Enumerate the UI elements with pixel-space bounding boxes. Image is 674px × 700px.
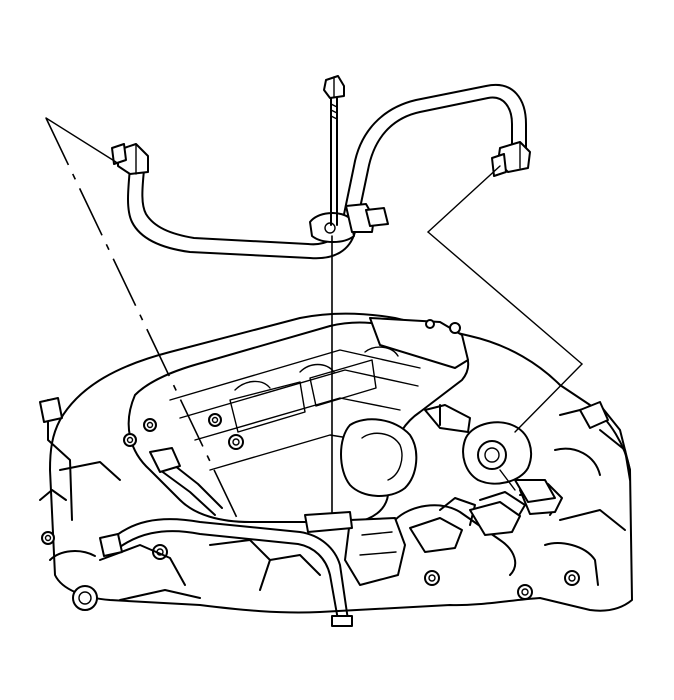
bolt-group [41, 413, 580, 600]
mounting-bolt [323, 75, 345, 226]
assembly-leader-lines [45, 117, 583, 521]
exploded-pcv-hose [111, 83, 531, 260]
vent-tube [99, 447, 353, 627]
hose-bracket [304, 511, 353, 533]
pcv-valve [424, 404, 556, 503]
engine-assembly [39, 312, 633, 627]
